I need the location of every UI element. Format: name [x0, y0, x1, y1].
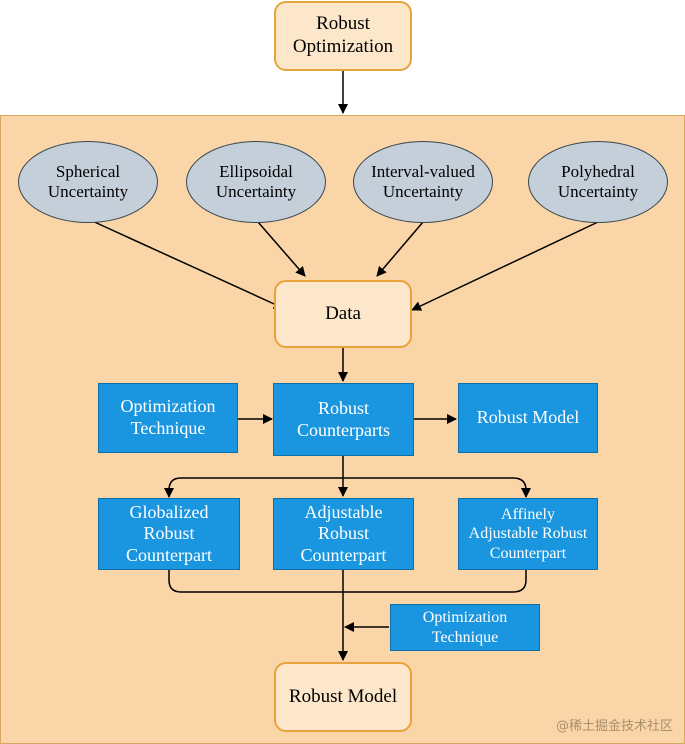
polyhedral-uncertainty-node: Polyhedral Uncertainty: [528, 141, 668, 223]
branch-line: [168, 456, 527, 496]
arrow-interval-to-data: [376, 221, 424, 277]
watermark-text: @稀土掘金技术社区: [555, 719, 673, 734]
arrow-spherical-to-data: [89, 219, 284, 309]
spherical-uncertainty-node: Spherical Uncertainty: [18, 141, 158, 223]
merge-line: [168, 570, 527, 593]
affinely-adjustable-robust-counterpart-node: Affinely Adjustable Robust Counterpart: [458, 498, 598, 570]
globalized-robust-counterpart-node: Globalized Robust Counterpart: [98, 498, 240, 570]
arrow-ellipsoidal-to-data: [257, 221, 306, 277]
optimization-technique-node: Optimization Technique: [98, 383, 238, 453]
robust-model-node: Robust Model: [458, 383, 598, 453]
ellipsoidal-uncertainty-node: Ellipsoidal Uncertainty: [186, 141, 326, 223]
optimization-technique-node-2: Optimization Technique: [390, 604, 540, 651]
data-node: Data: [274, 280, 412, 348]
robust-optimization-node: Robust Optimization: [274, 1, 412, 71]
final-robust-model-node: Robust Model: [274, 662, 412, 732]
robust-counterparts-node: Robust Counterparts: [273, 383, 414, 456]
arrow-polyhedral-to-data: [411, 221, 599, 311]
interval-valued-uncertainty-node: Interval-valued Uncertainty: [353, 141, 493, 223]
adjustable-robust-counterpart-node: Adjustable Robust Counterpart: [273, 498, 414, 570]
